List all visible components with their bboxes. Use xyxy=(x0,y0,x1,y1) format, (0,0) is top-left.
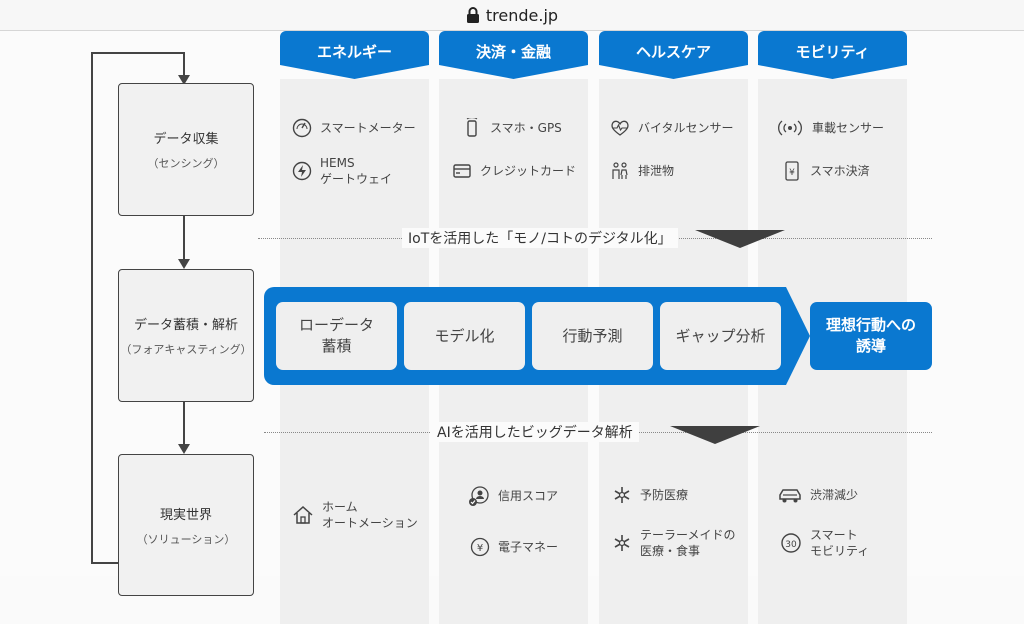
svg-text:¥: ¥ xyxy=(477,543,483,554)
down-triangle-iot xyxy=(695,230,785,248)
stage-data-accumulation: データ蓄積・解析 （フォアキャスティング） xyxy=(118,269,254,402)
sensing-item: ¥ スマホ決済 xyxy=(782,161,870,181)
sensing-item: クレジットカード xyxy=(452,161,576,181)
solution-item: 30 スマート モビリティ xyxy=(780,527,869,559)
url-text: trende.jp xyxy=(485,5,559,25)
pipeline-step-raw-data: ローデータ 蓄積 xyxy=(276,302,397,370)
category-tab-finance: 決済・金融 xyxy=(439,31,588,79)
gauge-icon xyxy=(292,118,312,138)
solution-item: ホーム オートメーション xyxy=(292,499,418,531)
loop-back-line xyxy=(91,52,185,564)
browser-address-bar[interactable]: trende.jp xyxy=(0,0,1024,31)
arrowhead-icon xyxy=(178,259,190,269)
category-tab-energy: エネルギー xyxy=(280,31,429,79)
people-icon xyxy=(612,162,628,179)
diagram-canvas: エネルギー 決済・金融 ヘルスケア モビリティ データ収集 （センシング） デー… xyxy=(0,31,1024,624)
yen-coin-icon: ¥ xyxy=(470,537,490,557)
arrowhead-icon xyxy=(178,444,190,454)
down-triangle-ai xyxy=(670,426,760,444)
svg-text:¥: ¥ xyxy=(789,168,795,178)
heart-pulse-icon xyxy=(611,120,629,136)
stage-title: データ蓄積・解析 xyxy=(133,318,238,333)
credit-score-icon xyxy=(469,486,489,506)
sensing-item: スマホ・GPS xyxy=(462,118,562,138)
category-tab-healthcare: ヘルスケア xyxy=(599,31,748,79)
smartphone-icon xyxy=(466,118,478,137)
solution-item: 予防医療 xyxy=(612,485,688,505)
stage-real-world: 現実世界 （ソリューション） xyxy=(118,454,254,596)
sensing-item: 車載センサー xyxy=(776,118,884,138)
solution-item: ¥ 電子マネー xyxy=(470,537,558,557)
pipeline-step-gap-analysis: ギャップ分析 xyxy=(660,302,781,370)
pipeline-step-modeling: モデル化 xyxy=(404,302,525,370)
medical-icon xyxy=(614,535,630,551)
sensing-item: 排泄物 xyxy=(610,161,674,181)
band-label-iot: IoTを活用した「モノ/コトのデジタル化」 xyxy=(402,228,678,248)
signal-icon xyxy=(778,120,802,136)
stage-title: 現実世界 xyxy=(159,507,212,523)
solution-item: 渋滞減少 xyxy=(778,485,858,505)
band-label-ai: AIを活用したビッグデータ解析 xyxy=(431,422,639,442)
phone-yen-icon: ¥ xyxy=(785,161,799,181)
sensing-item: HEMS ゲートウェイ xyxy=(292,155,392,187)
sensing-item: バイタルセンサー xyxy=(610,118,734,138)
medical-icon xyxy=(614,487,630,503)
car-icon xyxy=(779,489,801,503)
category-tab-mobility: モビリティ xyxy=(758,31,907,79)
stage-subtitle: （ソリューション） xyxy=(136,532,236,546)
sensing-item: スマートメーター xyxy=(292,118,416,138)
pipeline-step-prediction: 行動予測 xyxy=(532,302,653,370)
svg-text:30: 30 xyxy=(785,540,797,550)
flow-connectors xyxy=(91,52,785,564)
speed-sign-icon: 30 xyxy=(781,533,801,553)
solution-item: 信用スコア xyxy=(468,485,558,507)
solution-item: テーラーメイドの 医療・食事 xyxy=(612,527,736,559)
arrowhead-icon xyxy=(178,75,190,85)
stage-data-collection: データ収集 （センシング） xyxy=(118,83,254,216)
lightning-icon xyxy=(292,161,312,181)
lock-icon xyxy=(466,7,479,23)
credit-card-icon xyxy=(453,164,471,178)
stage-subtitle: （センシング） xyxy=(147,157,225,170)
stage-title: データ収集 xyxy=(153,132,219,147)
stage-subtitle: （フォアキャスティング） xyxy=(120,343,252,356)
home-icon xyxy=(293,505,313,524)
pipeline-goal: 理想行動への 誘導 xyxy=(810,302,932,370)
